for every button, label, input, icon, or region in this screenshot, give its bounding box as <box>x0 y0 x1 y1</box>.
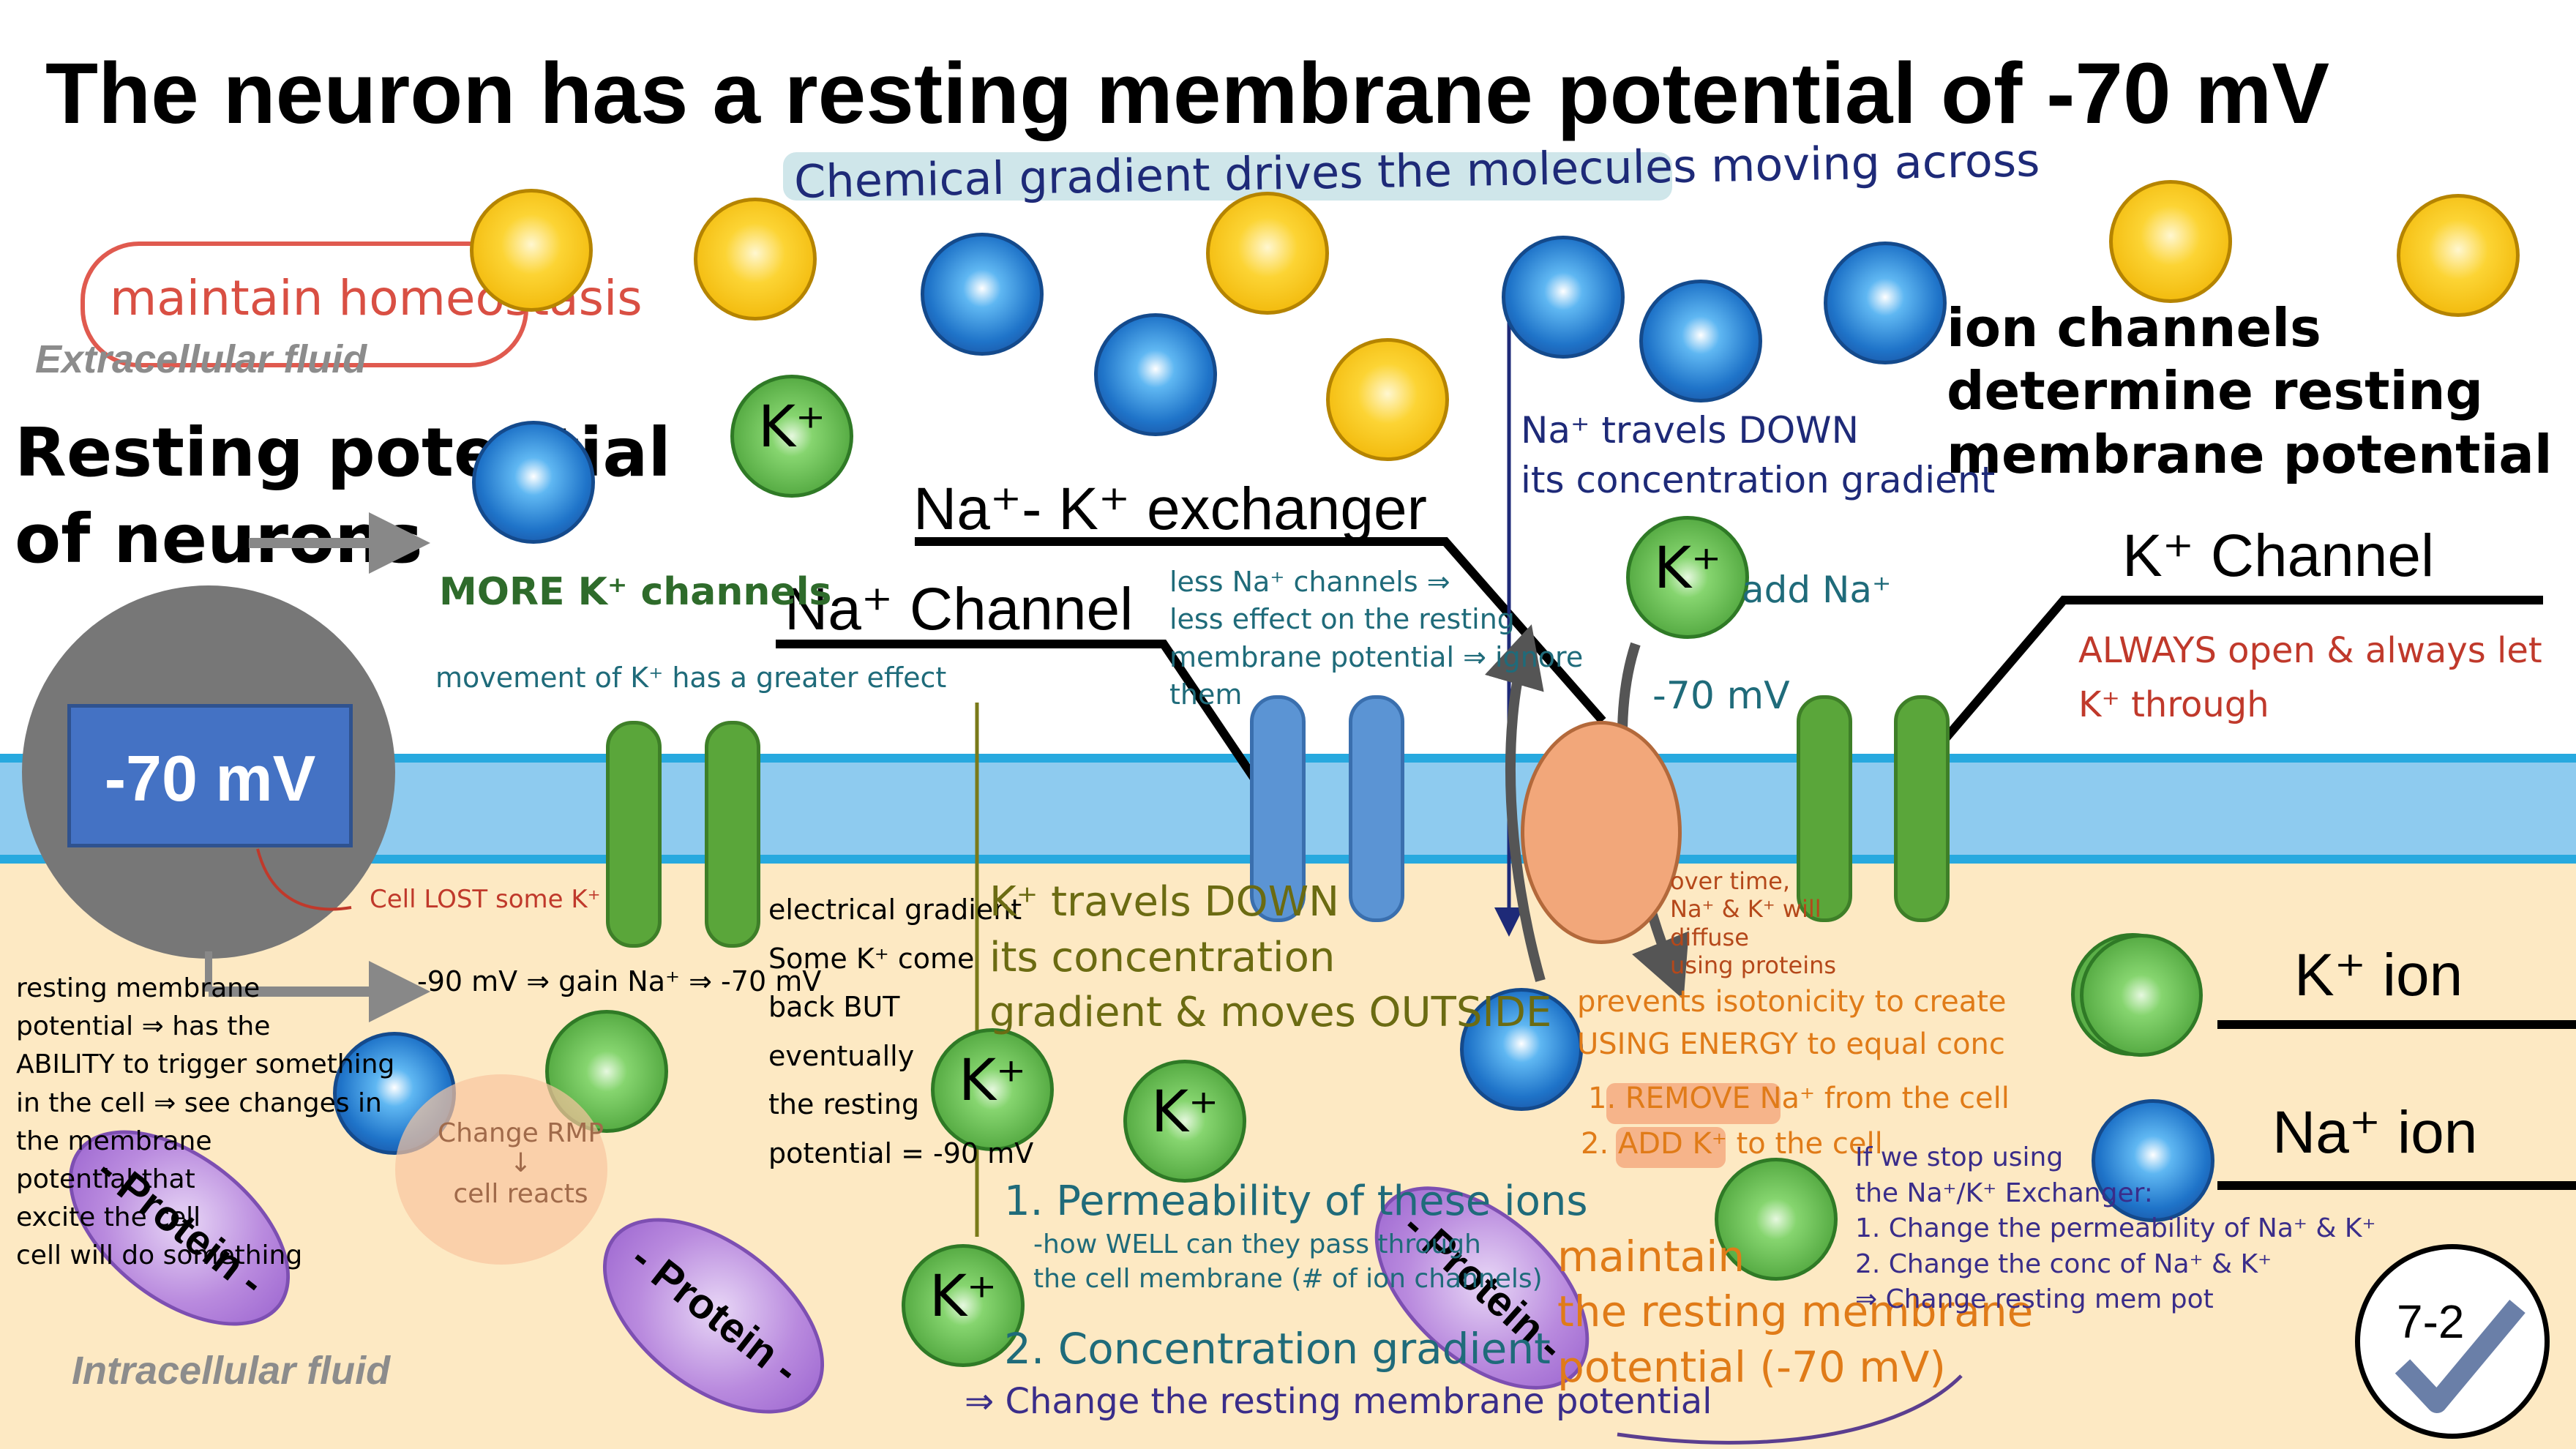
na-ion-label: Na⁺ ion <box>2272 1099 2478 1166</box>
k-ion-label: K⁺ ion <box>2294 942 2463 1008</box>
na-ion <box>1502 236 1625 359</box>
na-ion <box>921 233 1044 356</box>
note-electrical-gradient: electrical gradient Some K⁺ come back BU… <box>768 894 1034 1169</box>
note-permeability: 1. Permeability of these ions <box>1004 1177 1588 1225</box>
k-ion: K⁺ <box>902 1244 1025 1367</box>
note-maintain-homeostasis: maintain homeostasis <box>110 270 643 326</box>
k-channel-left-1 <box>606 721 662 948</box>
note-highlight <box>783 152 1672 201</box>
note-add-k: 2. ADD K⁺ to the cell <box>1581 1127 1883 1161</box>
k-ion: K⁺ <box>1123 1060 1246 1183</box>
note-add-na: add Na⁺ <box>1742 569 1892 611</box>
add-k-highlight <box>1616 1127 1726 1168</box>
na-channel-leader <box>776 640 1281 815</box>
homeostasis-cloud <box>80 242 528 367</box>
na-ion-yellow <box>1206 192 1329 315</box>
note-ion-channels-determine: ion channels determine resting membrane … <box>1947 297 2553 485</box>
extracellular-label: Extracellular fluid <box>35 337 367 381</box>
k-channel-leader <box>1910 596 2543 779</box>
note-na-travels-down: Na⁺ travels DOWN its concentration gradi… <box>1521 409 1996 501</box>
note-if-we-stop: If we stop using the Na⁺/K⁺ Exchanger: 1… <box>1855 1142 2376 1315</box>
k-ion: K⁺ <box>730 375 853 498</box>
note-resting-ability: resting membrane potential ⇒ has the ABI… <box>16 973 395 1271</box>
change-rmp-cloud <box>395 1074 607 1265</box>
resting-value-box: -70 mV <box>67 704 353 847</box>
note-less-na-channels: less Na⁺ channels ⇒ less effect on the r… <box>1169 566 1584 711</box>
na-channel-2 <box>1349 695 1404 922</box>
slide-badge-number: 7-2 <box>2397 1295 2465 1348</box>
note-always-open: ALWAYS open & always let K⁺ through <box>2078 630 2542 726</box>
na-ion <box>1639 280 1762 402</box>
na-k-exchanger <box>1521 721 1682 944</box>
note-change-resting: ⇒ Change the resting membrane potential <box>965 1381 1712 1422</box>
k-channel-right-2 <box>1894 695 1950 922</box>
note-change-rmp: Change RMP ↓ cell reacts <box>438 1118 604 1209</box>
exchanger-leader <box>915 537 1606 724</box>
k-channel-right-1 <box>1797 695 1852 922</box>
k-ion: K⁺ <box>1626 516 1749 639</box>
na-ion-yellow <box>2109 180 2232 303</box>
intracellular-label: Intracellular fluid <box>72 1349 391 1393</box>
na-ion <box>333 1032 456 1155</box>
cell-lost-arrow <box>256 848 352 911</box>
note-prevents-isotonicity: prevents isotonicity to create USING ENE… <box>1577 985 2007 1061</box>
exchanger-arrow-left <box>1485 624 1546 982</box>
note-concentration-gradient: 2. Concentration gradient <box>1004 1324 1551 1374</box>
note-cell-lost-k: Cell LOST some K⁺ <box>370 885 601 914</box>
na-ion-legend-sample <box>2092 1099 2214 1222</box>
note-over-time: over time, Na⁺ & K⁺ will diffuse using p… <box>1670 867 1837 980</box>
remove-na-highlight <box>1606 1083 1781 1124</box>
na-channel-label: Na⁺ Channel <box>785 576 1134 643</box>
page-title: The neuron has a resting membrane potent… <box>45 45 2330 142</box>
note-movement-of-k: movement of K⁺ has a greater effect <box>435 662 947 694</box>
na-ion-yellow <box>1326 338 1449 461</box>
k-ion <box>1715 1158 1838 1281</box>
k-channel-label: K⁺ Channel <box>2122 523 2435 589</box>
check-icon <box>2392 1297 2528 1418</box>
note-remove-na: 1. REMOVE Na⁺ from the cell <box>1588 1082 2010 1115</box>
na-ion-yellow <box>694 198 817 321</box>
note-permeability-sub: -how WELL can they pass through the cell… <box>1033 1229 1543 1294</box>
resting-value: -70 mV <box>104 742 316 815</box>
k-channel-left-2 <box>705 721 760 948</box>
note-minus70: -70 mV <box>1652 674 1790 718</box>
exchanger-label: Na⁺- K⁺ exchanger <box>913 476 1427 542</box>
na-ion <box>1460 988 1583 1111</box>
note-k-travels-down: K⁺ travels DOWN its concentration gradie… <box>989 878 1552 1037</box>
k-ion: K⁺ <box>931 1028 1054 1151</box>
na-ion-yellow <box>2397 194 2520 317</box>
note-more-k-channels: MORE K⁺ channels <box>439 570 832 614</box>
na-ion <box>1824 242 1947 364</box>
na-channel-1 <box>1250 695 1306 922</box>
slide-badge: 7-2 <box>2355 1244 2550 1439</box>
maintain-bracket <box>1617 1374 1963 1445</box>
na-ion-yellow <box>470 189 593 312</box>
na-ion <box>1094 313 1217 436</box>
note-maintain-rmp: maintain the resting membrane potential … <box>1557 1232 2034 1392</box>
k-ion-legend-sample <box>2080 934 2203 1057</box>
na-ion <box>472 421 595 544</box>
note-minus90-gain: -90 mV ⇒ gain Na⁺ ⇒ -70 mV <box>417 965 822 997</box>
